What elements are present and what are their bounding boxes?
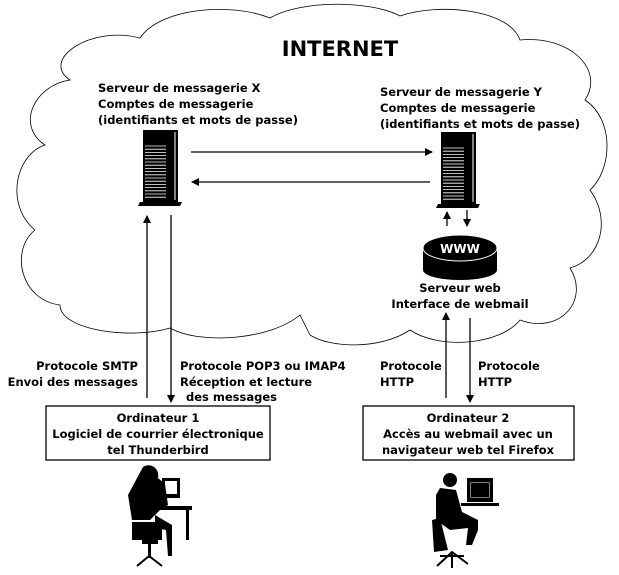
computer-1-line: Ordinateur 1 xyxy=(117,411,200,425)
computer-1-box: Ordinateur 1 Logiciel de courrier électr… xyxy=(45,405,271,461)
man-at-computer-icon xyxy=(432,473,499,568)
http-down-label: Protocole xyxy=(478,359,540,373)
server-y-label: Serveur de messagerie Y Comptes de messa… xyxy=(380,85,580,131)
www-badge: WWW xyxy=(440,242,480,256)
http-up-label: Protocole xyxy=(380,359,442,373)
computer-1-line: tel Thunderbird xyxy=(107,443,208,457)
web-server-label: Serveur web xyxy=(419,281,501,295)
server-x-line: Comptes de messagerie xyxy=(98,97,254,111)
server-x-line: Serveur de messagerie X xyxy=(98,81,261,95)
web-server-disk-icon: WWW xyxy=(422,234,498,280)
server-x-line: (identifiants et mots de passe) xyxy=(98,113,298,127)
server-x-label: Serveur de messagerie X Comptes de messa… xyxy=(98,81,298,127)
http-down-label: HTTP xyxy=(478,375,512,389)
woman-at-computer-icon xyxy=(128,465,192,567)
server-y-line: Comptes de messagerie xyxy=(380,101,536,115)
computer-1-line: Logiciel de courrier électronique xyxy=(52,427,264,441)
smtp-label: Envoi des messages xyxy=(8,375,139,389)
pop-label: Réception et lecture xyxy=(180,375,312,389)
computer-2-line: Ordinateur 2 xyxy=(427,411,510,425)
pop-label: Protocole POP3 ou IMAP4 xyxy=(180,359,346,373)
server-y-line: (identifiants et mots de passe) xyxy=(380,117,580,131)
pop-label: des messages xyxy=(186,390,277,404)
server-y-icon xyxy=(436,132,480,208)
smtp-label: Protocole SMTP xyxy=(36,359,138,373)
server-y-line: Serveur de messagerie Y xyxy=(380,85,543,99)
server-x-icon xyxy=(138,130,182,206)
http-up-label: HTTP xyxy=(380,375,414,389)
internet-title: INTERNET xyxy=(282,37,399,61)
computer-2-line: navigateur web tel Firefox xyxy=(382,443,555,457)
web-server-label: Interface de webmail xyxy=(391,297,528,311)
computer-2-line: Accès au webmail avec un xyxy=(383,427,553,441)
computer-2-box: Ordinateur 2 Accès au webmail avec un na… xyxy=(362,405,575,461)
